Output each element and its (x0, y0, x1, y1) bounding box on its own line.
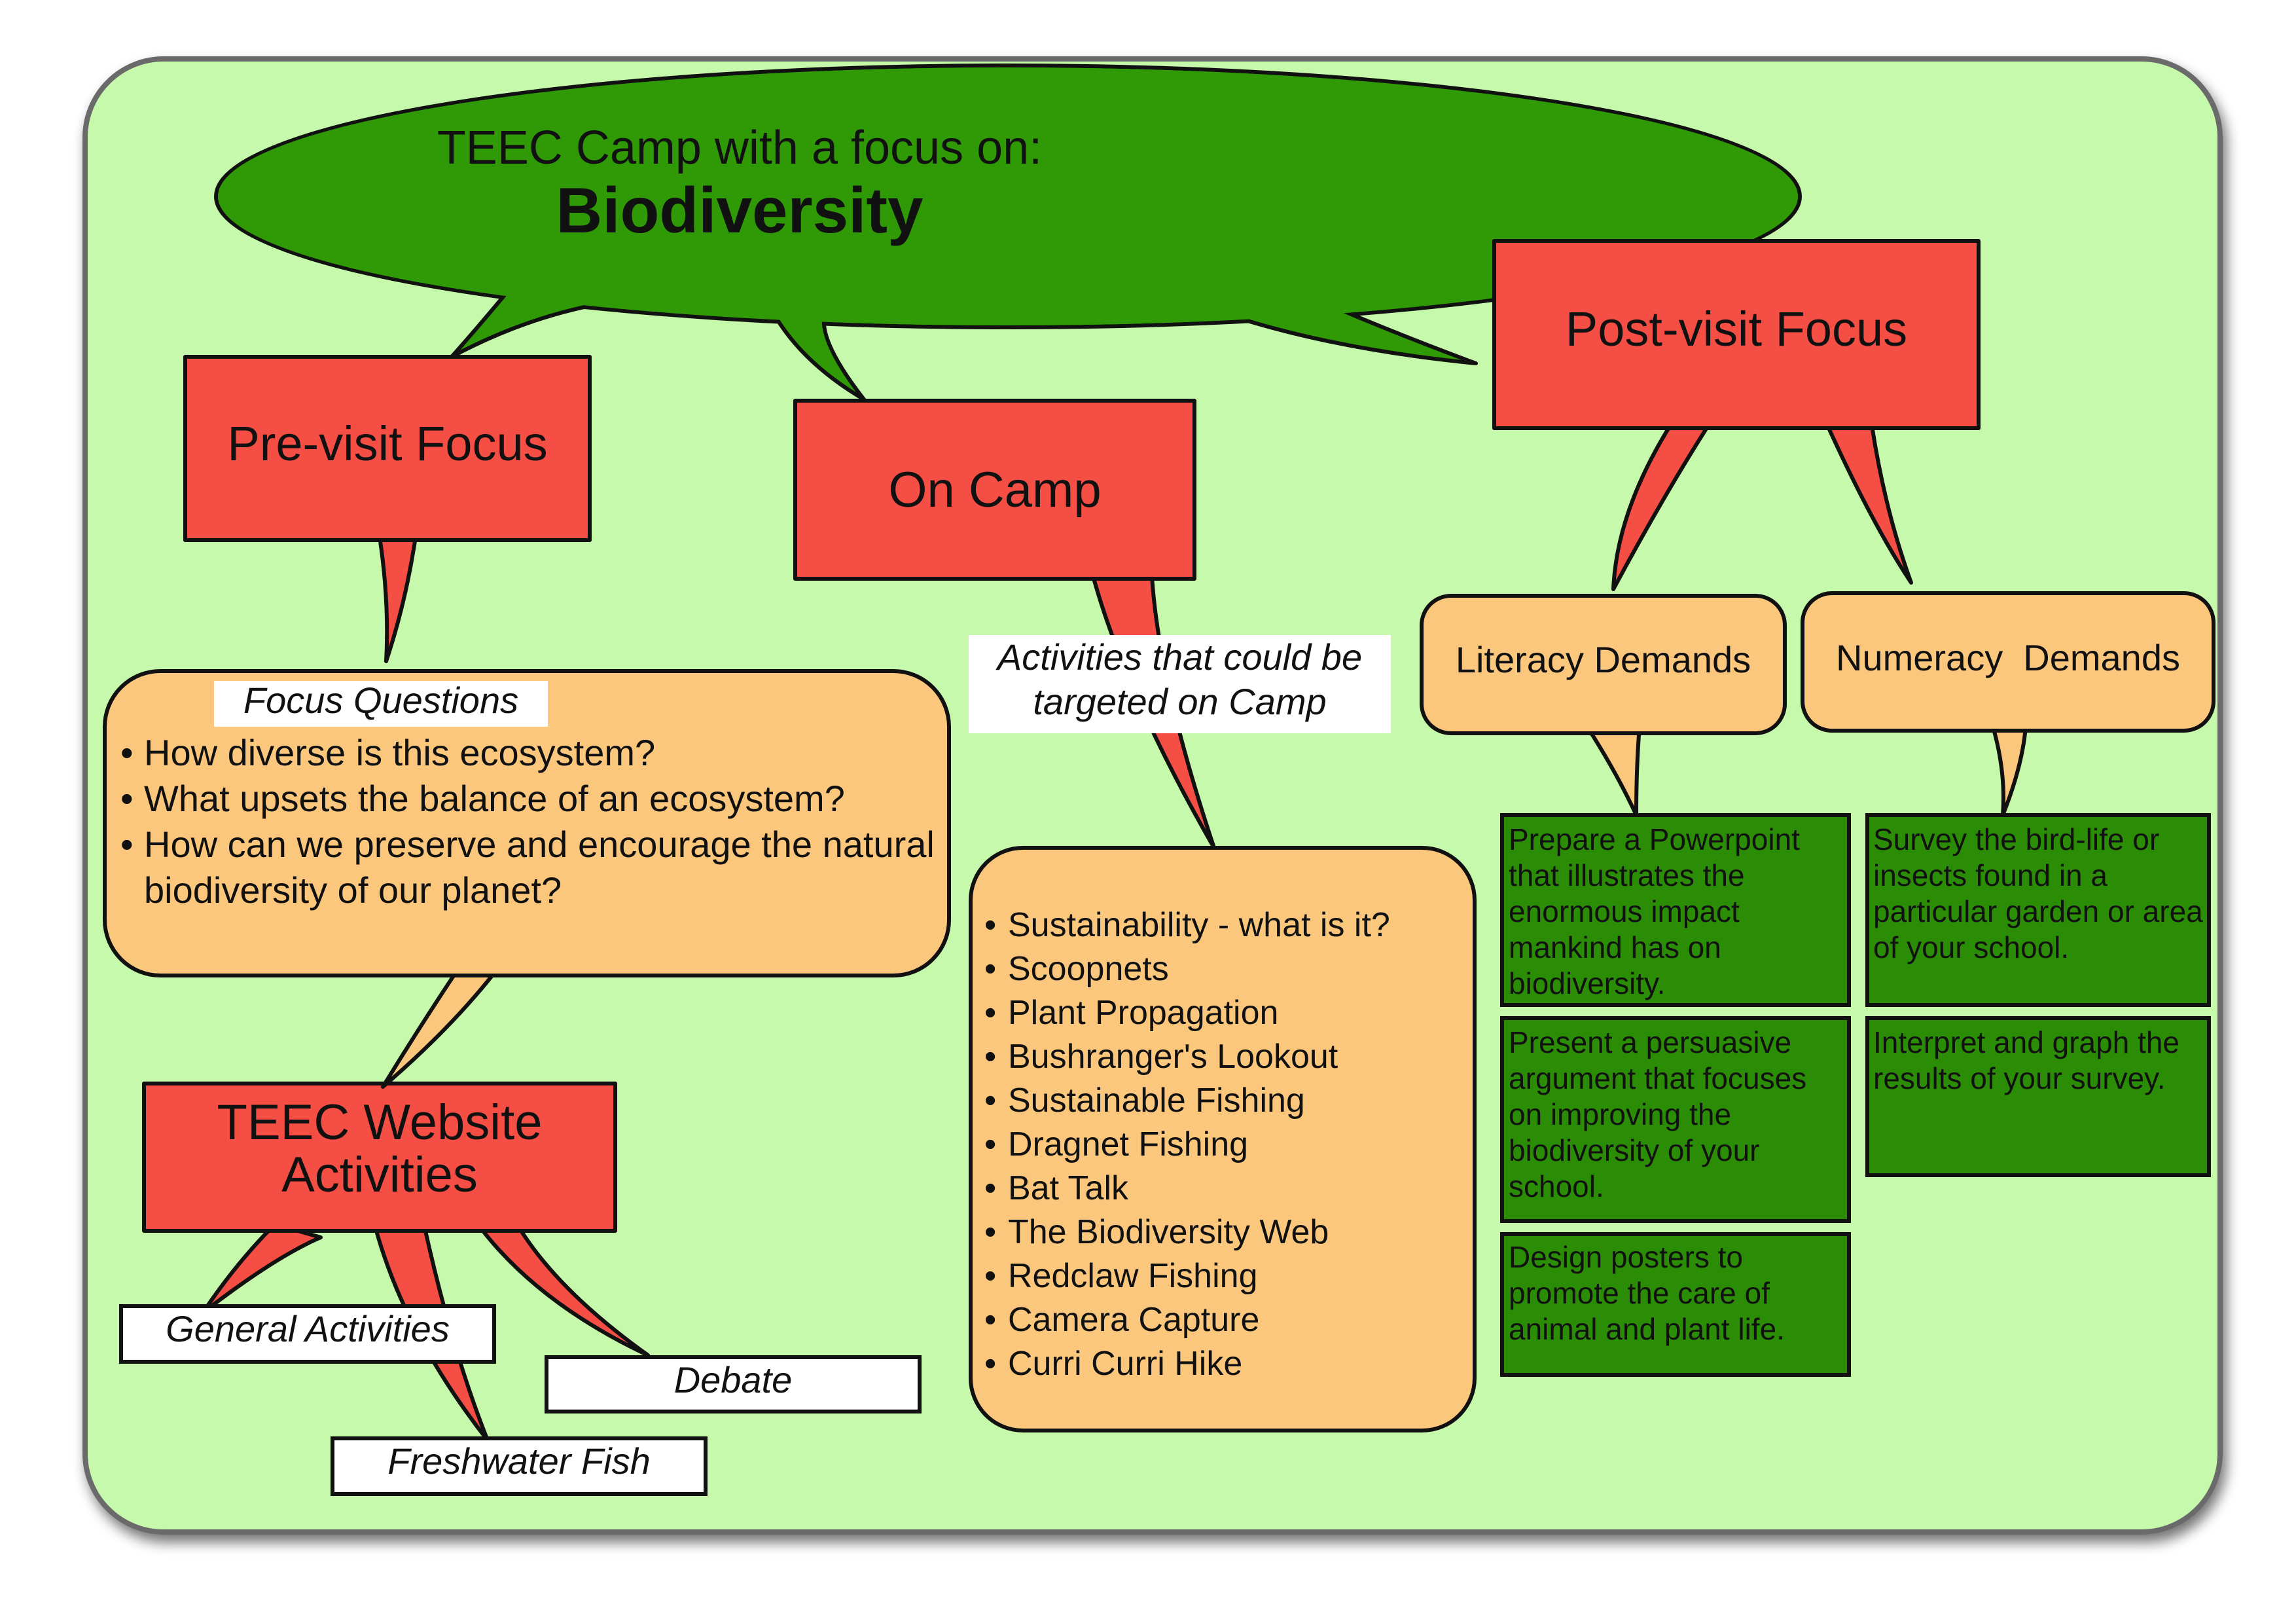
debate-link[interactable]: Debate (673, 1359, 793, 1400)
general-activities-link[interactable]: General Activities (166, 1308, 450, 1349)
numeracy-demands-label: Numeracy Demands (1836, 637, 2180, 678)
on-camp-heading: On Camp (888, 462, 1102, 518)
focus-questions-label: Focus Questions (243, 680, 519, 721)
focus-questions-label-bg (214, 681, 548, 727)
title-line1: TEEC Camp with a focus on: (437, 122, 1043, 174)
list-item: Redclaw Fishing (982, 1254, 1466, 1298)
page-title: Biodiversity (556, 174, 924, 246)
list-item: Sustainability - what is it? (982, 903, 1466, 947)
website-heading: TEEC Website Activities (217, 1095, 543, 1203)
focus-question: What upsets the balance of an ecosystem? (118, 776, 936, 822)
focus-question: How can we preserve and encourage the na… (118, 822, 936, 913)
post-visit-heading: Post-visit Focus (1565, 302, 1908, 356)
green-shapes (1500, 813, 2211, 1377)
pre-visit-heading: Pre-visit Focus (227, 416, 548, 471)
list-item: Sustainable Fishing (982, 1079, 1466, 1123)
list-item: Scoopnets (982, 947, 1466, 991)
literacy-task: Prepare a Powerpoint that illustrates th… (1509, 822, 1800, 1000)
list-item: Plant Propagation (982, 991, 1466, 1035)
literacy-task: Design posters to promote the care of an… (1509, 1240, 1785, 1346)
list-item: The Biodiversity Web (982, 1211, 1466, 1254)
camp-activities-label: Activities that could be targeted on Cam… (997, 636, 1363, 722)
red-shapes (142, 239, 1981, 1442)
title-bubble (214, 64, 1802, 401)
label-shapes (119, 1304, 922, 1496)
camp-activities-list: Sustainability - what is it? Scoopnets P… (982, 903, 1466, 1386)
camp-activities-label-bg (969, 635, 1391, 733)
freshwater-fish-link[interactable]: Freshwater Fish (387, 1440, 651, 1482)
list-item: Dragnet Fishing (982, 1123, 1466, 1167)
list-item: Bat Talk (982, 1167, 1466, 1211)
focus-questions-list: How diverse is this ecosystem? What upse… (118, 730, 936, 913)
list-item: Bushranger's Lookout (982, 1035, 1466, 1079)
numeracy-task: Interpret and graph the results of your … (1873, 1025, 2179, 1095)
list-item: Camera Capture (982, 1298, 1466, 1342)
list-item: Curri Curri Hike (982, 1342, 1466, 1386)
literacy-demands-label: Literacy Demands (1455, 639, 1751, 680)
literacy-task: Present a persuasive argument that focus… (1509, 1025, 1807, 1203)
numeracy-task: Survey the bird-life or insects found in… (1873, 822, 2203, 964)
focus-question: How diverse is this ecosystem? (118, 730, 936, 776)
